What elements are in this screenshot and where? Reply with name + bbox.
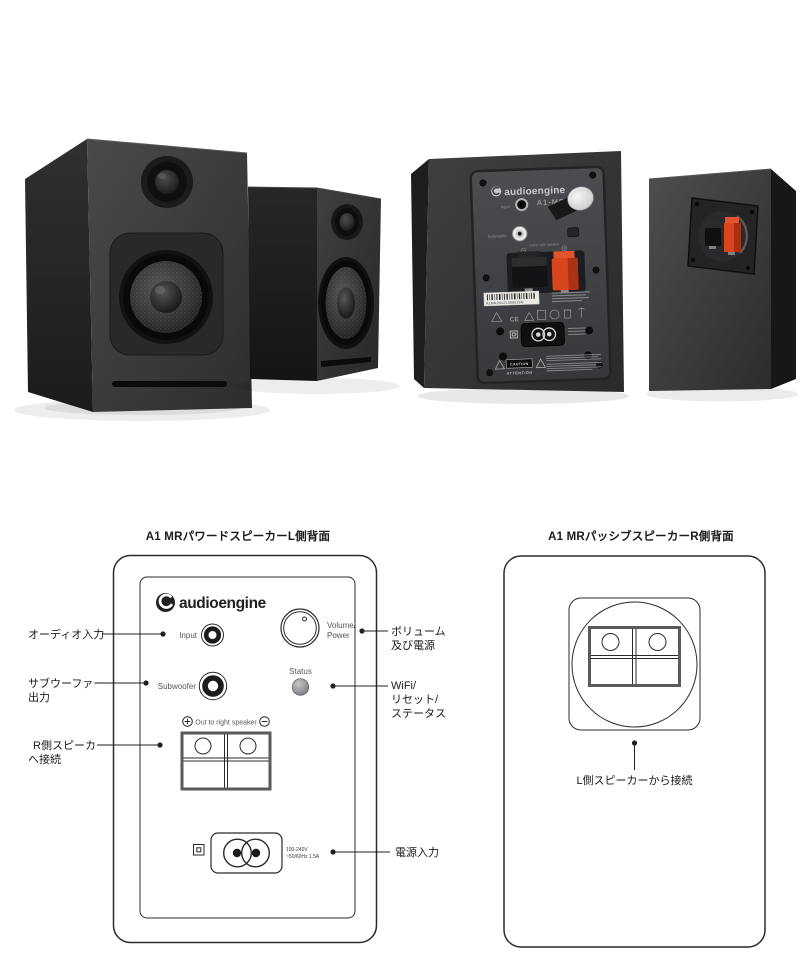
callout-audio-input: オーディオ入力 — [28, 627, 166, 641]
photo-out-label: Out to right speaker — [529, 242, 560, 247]
callout-wifi-status: WiFi/ リセット/ ステータス — [330, 680, 446, 720]
audioengine-logo: audioengine A1-MR — [491, 185, 566, 207]
photo-subwoofer-label: Subwoofer — [488, 233, 508, 239]
photo-attention-text: ATTENTION — [507, 371, 533, 376]
volume-knob — [280, 608, 320, 648]
terminal-recess-circle — [571, 601, 698, 728]
minus-icon — [259, 716, 270, 727]
diagram-right-title: A1 MRパッシブスピーカーR側背面 — [548, 529, 734, 543]
callout-wifi-label-2: リセット/ — [391, 693, 439, 706]
cabinet-outline — [112, 554, 378, 944]
cabinet-top-edge — [247, 186, 382, 200]
terminal-plate-outline — [568, 597, 701, 731]
photo-power-inlet — [509, 321, 565, 347]
photo-fineprint-bottom — [545, 353, 602, 372]
callout-wifi-label-1: WiFi/ — [391, 680, 417, 692]
floor-shadow — [232, 378, 400, 394]
power-rating-2: ~50/60Hz 1.5A — [286, 854, 320, 860]
callout-audio-input-label: オーディオ入力 — [28, 627, 104, 641]
photo-fineprint-top — [551, 291, 590, 303]
callout-right-speaker-label-2: へ接続 — [28, 752, 61, 766]
front-left-speaker — [14, 138, 270, 421]
callout-subwoofer-label-2: 出力 — [28, 690, 50, 704]
power-rating-1: 100-240V — [286, 847, 308, 853]
cabinet-side — [248, 187, 317, 381]
diagram-brand-text: audioengine — [179, 595, 267, 612]
callout-right-speaker: R側スピーカー へ接続 — [28, 739, 163, 766]
callout-subwoofer-label-1: サブウーファー — [28, 676, 104, 690]
cabinet-outline — [503, 555, 766, 948]
photo-serial-text: A1MR20121000019G — [486, 300, 524, 305]
terminal-block — [588, 626, 681, 687]
diagram-left-title: A1 MRパワードスピーカーL側背面 — [146, 529, 331, 543]
callout-power-label: 電源入力 — [395, 845, 439, 859]
photo-speaker-terminals — [506, 250, 586, 295]
subwoofer-jack — [198, 671, 228, 701]
photo-back-pair: audioengine A1-MR Input Subwoofer — [411, 151, 798, 404]
callout-from-left-speaker-label: L側スピーカーから接続 — [576, 773, 692, 787]
photo-inlet-fineprint — [568, 327, 591, 336]
woofer — [119, 250, 213, 344]
callout-volume-label-2: 及び電源 — [391, 638, 435, 652]
status-label: Status — [289, 667, 312, 676]
diagram-passive-speaker: A1 MRパッシブスピーカーR側背面 L側スピーカーから接続 — [503, 529, 766, 948]
diagram-powered-speaker: A1 MRパワードスピーカーL側背面 audioengine Input Vol… — [28, 529, 446, 944]
photo-plus-icon — [561, 245, 567, 251]
callout-power-input: 電源入力 — [330, 845, 439, 859]
panel-outline — [139, 576, 356, 919]
cabinet-top-edge — [86, 138, 248, 154]
cabinet-side — [771, 169, 796, 389]
passive-terminal-plate — [687, 197, 759, 275]
tweeter — [141, 156, 193, 208]
back-panel: audioengine A1-MR Input Subwoofer — [469, 165, 612, 385]
photo-subwoofer-jack — [511, 225, 528, 242]
subwoofer-label: Subwoofer — [158, 682, 197, 691]
photo-front-pair — [14, 138, 400, 421]
status-button — [291, 678, 310, 696]
class2-insulation-icon — [193, 844, 205, 856]
volume-label-2: Power — [327, 631, 350, 640]
photo-caution-text: CAUTION — [510, 362, 529, 367]
photo-model-text: A1-MR — [536, 197, 565, 207]
photo-cert-icons: CE — [491, 307, 585, 324]
cabinet-side — [25, 139, 93, 412]
front-port-slot — [112, 381, 227, 387]
woofer — [318, 257, 374, 349]
photo-volume-knob — [547, 186, 594, 221]
photo-caution-area: CAUTION ATTENTION — [494, 358, 547, 376]
terminal-block — [180, 731, 272, 791]
callout-subwoofer-out: サブウーファー 出力 — [28, 676, 149, 704]
cabinet-side — [411, 159, 429, 388]
input-label: Input — [179, 631, 198, 640]
ce-mark: CE — [510, 316, 520, 323]
input-jack — [201, 623, 224, 647]
passive-speaker-back — [646, 168, 798, 402]
callout-volume-power: ボリューム 及び電源 — [359, 625, 446, 652]
floor-shadow — [417, 388, 629, 404]
volume-label-1: Volume/ — [327, 621, 357, 630]
cabinet-top-edge — [648, 168, 772, 180]
front-port-slot — [321, 357, 371, 367]
photo-brand-text: audioengine — [504, 185, 566, 198]
powered-speaker-back: audioengine A1-MR Input Subwoofer — [411, 151, 629, 404]
panel-screws — [479, 171, 603, 377]
tweeter — [331, 204, 363, 240]
callout-wifi-label-3: ステータス — [391, 707, 446, 720]
photo-inlet-screws — [496, 326, 594, 361]
out-to-right-label: Out to right speaker — [195, 720, 257, 727]
plus-icon — [182, 716, 193, 727]
power-inlet — [210, 832, 283, 874]
front-right-speaker — [232, 186, 400, 394]
photo-input-label: Input — [501, 204, 511, 209]
photo-serial-label: A1MR20121000019G — [483, 290, 540, 307]
callout-from-left-speaker: L側スピーカーから接続 — [576, 740, 693, 787]
photo-reset-button — [567, 227, 580, 238]
callout-right-speaker-label-1: R側スピーカー — [33, 739, 107, 752]
callout-volume-label-1: ボリューム — [391, 625, 446, 638]
audioengine-logo: audioengine — [156, 593, 267, 612]
photo-input-jack — [515, 198, 529, 212]
